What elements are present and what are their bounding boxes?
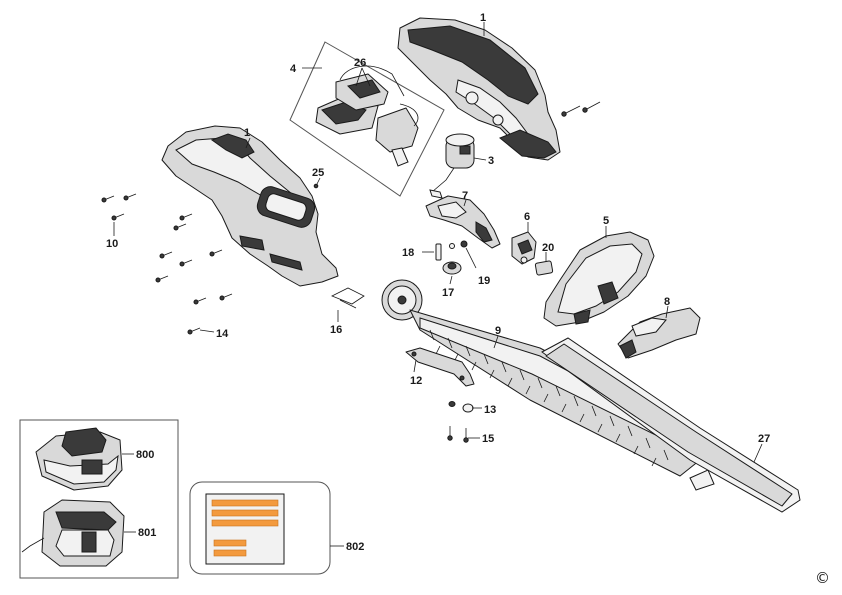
callout-1-upper: 1: [480, 12, 486, 24]
screw-pair-upper-right: [561, 101, 601, 117]
callout-15: 15: [482, 433, 494, 445]
callout-10: 10: [106, 238, 118, 250]
button-20: [534, 260, 554, 276]
label-bar-4: [213, 539, 247, 547]
accessory-box: [19, 419, 179, 579]
callout-13: 13: [484, 404, 496, 416]
callout-7: 7: [462, 190, 468, 202]
nut-19: [449, 240, 468, 249]
battery-pack: [35, 427, 123, 491]
callout-17: 17: [442, 287, 454, 299]
leader-9: [493, 335, 499, 349]
charger: [21, 499, 125, 567]
switch-6: [511, 231, 537, 265]
callout-20: 20: [542, 242, 554, 254]
leader-12: [413, 359, 417, 373]
blade-assembly: [381, 279, 715, 491]
callout-8: 8: [664, 296, 670, 308]
callout-9: 9: [495, 325, 501, 337]
bracket-12: [405, 347, 475, 387]
leader-26b: [361, 67, 371, 87]
leader-27: [753, 443, 763, 463]
copyright-mark: ©: [815, 569, 830, 587]
callout-19: 19: [478, 275, 490, 287]
leader-19: [465, 247, 477, 269]
callout-5: 5: [603, 215, 609, 227]
switch-assembly-box: [289, 41, 445, 197]
leader-7: [463, 199, 467, 207]
callout-3: 3: [488, 155, 494, 167]
screws-15: [447, 426, 469, 443]
label-bar-1: [211, 499, 279, 507]
gear-housing: [425, 195, 501, 249]
front-handle: [543, 231, 655, 327]
screw-14: [187, 327, 201, 335]
gear-17: [442, 261, 462, 275]
label-bar-3: [211, 519, 279, 527]
callout-6: 6: [524, 211, 530, 223]
callout-14: 14: [216, 328, 229, 340]
label-sheet-box: [189, 481, 331, 575]
callout-4: 4: [290, 63, 297, 75]
leader-26a: [355, 67, 363, 87]
callout-801: 801: [138, 527, 156, 539]
leader-1-lower: [245, 137, 251, 149]
leader-8: [665, 305, 669, 319]
screw-25: [313, 177, 321, 189]
leader-3: [473, 157, 487, 161]
housing-half-upper: [397, 17, 561, 161]
callout-25: 25: [312, 167, 324, 179]
blade-sheath: [541, 337, 801, 513]
motor: [429, 133, 475, 199]
screw-set-10: [101, 193, 233, 305]
leader-17: [449, 275, 453, 285]
callout-26: 26: [354, 57, 366, 69]
callout-12: 12: [410, 375, 422, 387]
label-bar-2: [211, 509, 279, 517]
housing-half-lower: [161, 125, 339, 287]
guard-8: [617, 307, 701, 359]
callout-16: 16: [330, 324, 342, 336]
callout-1-lower: 1: [244, 127, 250, 139]
pin-18: [435, 243, 442, 261]
leader-14: [199, 329, 215, 333]
clip-16: [331, 287, 365, 309]
callout-800: 800: [136, 449, 154, 461]
nuts-13: [448, 401, 474, 413]
callout-27: 27: [758, 433, 770, 445]
callout-18: 18: [402, 247, 414, 259]
callout-802: 802: [346, 541, 364, 553]
blade-teeth: [429, 329, 669, 467]
label-bar-5: [213, 549, 247, 557]
